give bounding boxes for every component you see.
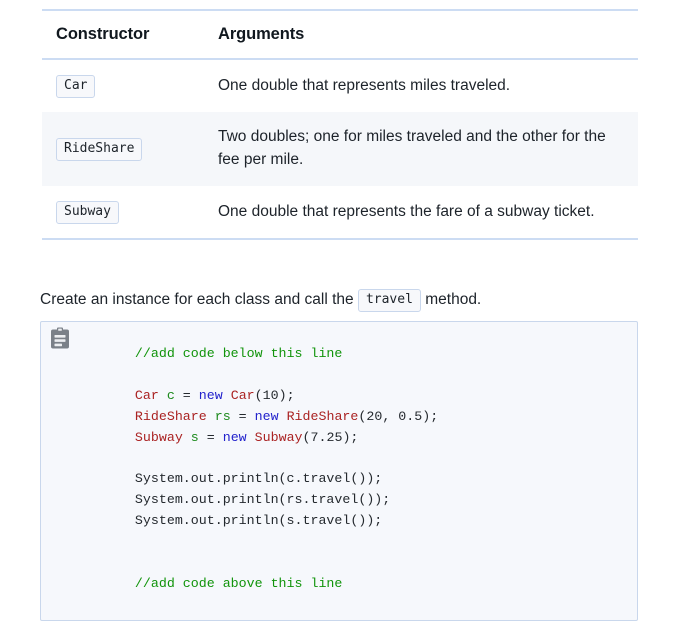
table-row: Car One double that represents miles tra… (42, 59, 638, 112)
code-token-plain: (20, 0.5); (358, 408, 439, 424)
code-token-plain: System.out.println(rs.travel()); (103, 492, 391, 508)
code-token-var: s (190, 429, 199, 445)
code-chip-subway: Subway (56, 201, 119, 225)
code-token-plain: = (198, 429, 223, 445)
table-cell-arguments: One double that represents the fare of a… (204, 186, 638, 241)
code-content[interactable]: //add code below this line Car c = new C… (41, 322, 637, 595)
table-row: Subway One double that represents the fa… (42, 186, 638, 241)
table-row: RideShare Two doubles; one for miles tra… (42, 112, 638, 187)
table-header: Constructor Arguments (42, 9, 638, 60)
code-token-type: Car (103, 387, 159, 403)
code-token-plain (279, 409, 287, 424)
code-chip-travel: travel (357, 288, 421, 312)
code-token-plain (223, 388, 231, 403)
column-header-arguments: Arguments (204, 9, 638, 60)
table-header-row: Constructor Arguments (42, 9, 638, 60)
paragraph-text-after: method. (425, 290, 482, 308)
instruction-paragraph: Create an instance for each class and ca… (40, 288, 640, 313)
code-token-type: RideShare (286, 408, 359, 424)
column-header-constructor: Constructor (42, 9, 204, 60)
code-token-plain: System.out.println(s.travel()); (103, 513, 383, 529)
table-cell-arguments: Two doubles; one for miles traveled and … (218, 128, 606, 169)
code-token-plain: = (174, 387, 199, 403)
code-block: //add code below this line Car c = new C… (40, 321, 638, 621)
paragraph-text-before: Create an instance for each class and ca… (40, 290, 354, 308)
code-token-var: c (166, 387, 175, 403)
code-token-plain: System.out.println(c.travel()); (103, 471, 383, 487)
code-lines: //add code below this line Car c = new C… (103, 346, 438, 591)
constructor-table: Constructor Arguments Car One double tha… (42, 9, 638, 241)
table-cell-constructor: RideShare (42, 112, 204, 186)
table-cell-arguments: One double that represents miles travele… (218, 76, 511, 94)
code-token-plain (207, 409, 215, 424)
code-token-var: rs (214, 408, 231, 424)
code-token-plain (247, 430, 255, 445)
code-token-kw: new (198, 387, 223, 403)
table-body: Car One double that represents miles tra… (42, 59, 638, 241)
code-token-comment: //add code above this line (103, 575, 343, 591)
code-token-plain: (7.25); (302, 429, 359, 445)
clipboard-icon[interactable] (49, 327, 71, 351)
code-token-kw: new (254, 408, 279, 424)
code-token-comment: //add code below this line (103, 346, 343, 361)
code-token-type: Subway (254, 429, 303, 445)
code-token-type: Subway (103, 429, 183, 445)
table-cell-constructor: Subway (42, 186, 204, 241)
code-token-plain: (10); (254, 387, 295, 403)
code-token-plain (159, 388, 167, 403)
code-token-plain: = (230, 408, 255, 424)
constructor-table-container: Constructor Arguments Car One double tha… (42, 9, 638, 241)
table-cell-constructor: Car (42, 59, 204, 112)
code-token-type: Car (230, 387, 255, 403)
code-token-kw: new (222, 429, 247, 445)
code-chip-rideshare: RideShare (56, 138, 143, 162)
code-token-type: RideShare (103, 408, 207, 424)
code-chip-car: Car (56, 75, 96, 99)
code-token-plain (183, 430, 191, 445)
